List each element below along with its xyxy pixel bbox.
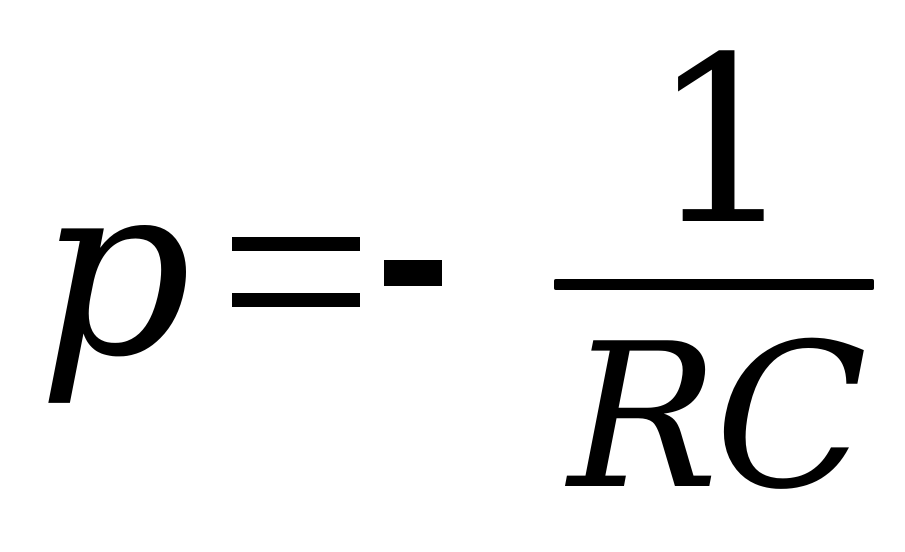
equals-sign [232, 237, 360, 307]
fraction-denominator: RC [568, 301, 868, 534]
equals-bar-bottom [232, 293, 360, 307]
fraction-numerator: 1 [650, 9, 797, 276]
minus-sign [384, 260, 442, 286]
variable-p: p [38, 130, 192, 410]
fraction-bar [554, 279, 874, 290]
equals-bar-top [232, 237, 360, 251]
